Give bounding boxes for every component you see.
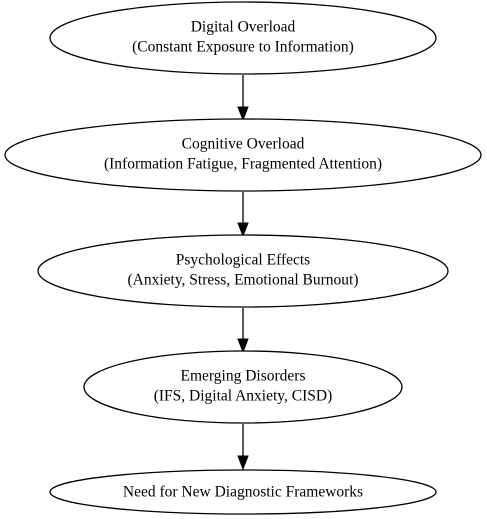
- edge-cognitive-to-psychological: [237, 192, 249, 238]
- node-psychological-effects: Psychological Effects (Anxiety, Stress, …: [37, 234, 449, 308]
- node-digital-overload-title: Digital Overload: [191, 19, 296, 36]
- node-new-diagnostic-frameworks: Need for New Diagnostic Frameworks: [49, 469, 437, 515]
- node-psychological-effects-subtitle: (Anxiety, Stress, Emotional Burnout): [127, 272, 358, 289]
- edge-psychological-to-disorders: [237, 308, 249, 354]
- node-psychological-effects-title: Psychological Effects: [176, 252, 310, 269]
- node-emerging-disorders-subtitle: (IFS, Digital Anxiety, CISD): [154, 388, 333, 405]
- node-emerging-disorders: Emerging Disorders (IFS, Digital Anxiety…: [83, 350, 403, 424]
- node-digital-overload-subtitle: (Constant Exposure to Information): [132, 39, 354, 56]
- node-digital-overload: Digital Overload (Constant Exposure to I…: [49, 1, 437, 75]
- node-emerging-disorders-title: Emerging Disorders: [181, 368, 306, 385]
- node-cognitive-overload-subtitle: (Information Fatigue, Fragmented Attenti…: [104, 156, 382, 173]
- node-new-diagnostic-frameworks-title: Need for New Diagnostic Frameworks: [123, 484, 363, 501]
- nodes-layer: Digital Overload (Constant Exposure to I…: [4, 1, 482, 515]
- node-cognitive-overload-title: Cognitive Overload: [182, 136, 305, 153]
- edge-disorders-to-frameworks: [237, 424, 249, 471]
- edge-digital-to-cognitive: [237, 75, 249, 122]
- node-cognitive-overload: Cognitive Overload (Information Fatigue,…: [4, 118, 482, 192]
- edges-layer: [237, 75, 249, 471]
